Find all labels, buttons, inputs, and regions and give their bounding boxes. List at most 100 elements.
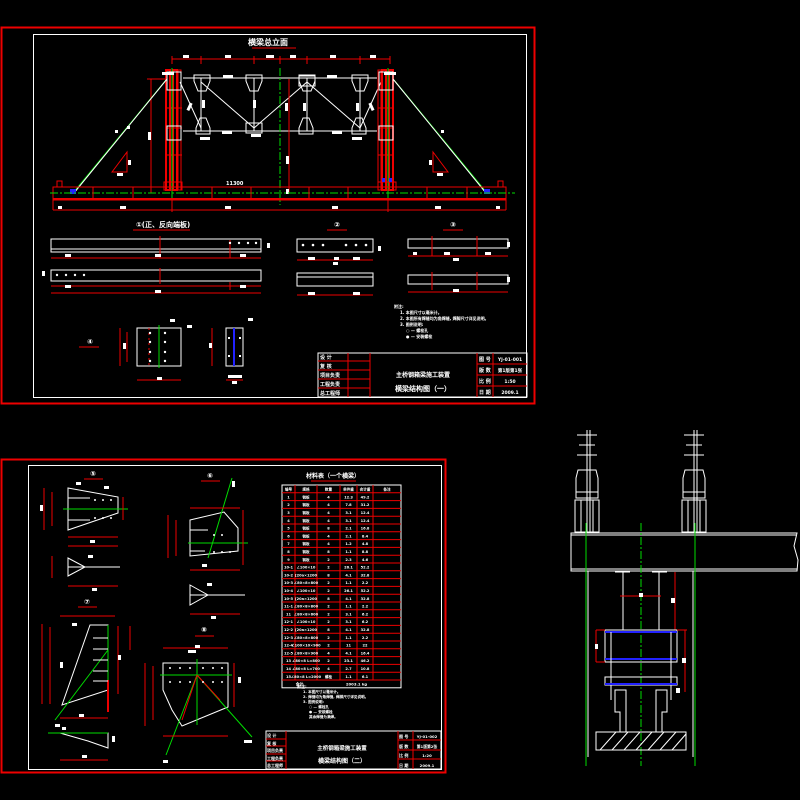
tb2-right-label: 比 例 xyxy=(399,752,408,758)
tb2-project: 主桥钢箱梁施工装置 xyxy=(317,744,367,752)
stay-cables xyxy=(70,78,490,194)
tb1-date: 2009.1 xyxy=(501,390,518,396)
table-cell: 11-1 xyxy=(284,605,293,609)
deck-beam xyxy=(570,532,799,572)
sheet-1-title-block: 设 计 复 核 项目负责 工程负责 总工程师 主桥钢箱梁施工装置 横梁结构图（一… xyxy=(317,352,528,398)
table-cell: 3.1 xyxy=(345,519,352,523)
table-cell: 8 xyxy=(287,550,290,554)
table-cell: 钢板 xyxy=(302,518,310,523)
section-2-title: ② xyxy=(334,221,340,229)
table-cell: 4 xyxy=(327,519,330,523)
overall-dimension: 11300 xyxy=(226,181,244,187)
table-cell: 3.1 xyxy=(345,511,352,515)
section-3: ③ xyxy=(407,221,510,293)
table-cell: 4.1 xyxy=(345,628,352,632)
table-cell: 31.2 xyxy=(361,503,370,507)
table-cell: 4 xyxy=(327,534,330,538)
table-cell: 2 xyxy=(327,620,330,624)
table-cell: 2 xyxy=(327,636,330,640)
table-cell: 4.1 xyxy=(345,651,352,655)
table-cell: 2 xyxy=(327,581,330,585)
table-cell: 26.1 xyxy=(344,566,353,570)
table-cell: 4 xyxy=(327,542,330,546)
table-cell: 4.6 xyxy=(362,558,369,562)
detail-6-title: ⑥ xyxy=(207,472,213,480)
detail-6: ⑥ xyxy=(167,472,248,619)
detail-7: ⑦ xyxy=(41,598,131,761)
table-cell: 4 xyxy=(287,519,290,523)
table-cell: 32.8 xyxy=(361,597,370,601)
table-cell: 8 xyxy=(327,597,330,601)
jack-assembly-left xyxy=(574,430,600,533)
table-cell: 12-5 xyxy=(284,651,293,655)
tb2-label: 复 核 xyxy=(266,740,276,746)
tb2-label: 项目负责 xyxy=(267,747,283,753)
table-cell: 12.4 xyxy=(361,519,370,523)
crossbeam-box xyxy=(604,629,678,663)
table-cell: 32.8 xyxy=(361,628,370,632)
table-cell: 4 xyxy=(327,503,330,507)
tb1-drawing-title: 横梁结构图（一） xyxy=(395,384,451,393)
table-cell: 7.8 xyxy=(345,503,352,507)
top-dimension-chain xyxy=(171,55,391,64)
table-cell: 钢板 xyxy=(302,549,310,554)
table-cell: 3.1 xyxy=(345,612,352,616)
tb2-scale: 1:20 xyxy=(422,753,432,758)
tb2-date: 2009.1 xyxy=(420,763,435,768)
table-cell: ∠100×10 xyxy=(297,566,316,570)
table-cell: 2 xyxy=(327,566,330,570)
table-cell: 12.4 xyxy=(361,511,370,515)
table-cell: 46.2 xyxy=(361,659,370,663)
elevation-title: 横梁总立面 xyxy=(248,37,288,47)
section-4: ④ xyxy=(79,318,253,384)
table-cell: 2.2 xyxy=(362,636,369,640)
table-cell: 1.1 xyxy=(345,581,352,585)
table-cell: 12-4 xyxy=(284,644,293,648)
table-cell: 钢板 xyxy=(302,533,310,538)
table-cell: 6.2 xyxy=(362,620,369,624)
tb1-project: 主桥钢箱梁施工装置 xyxy=(396,371,450,379)
detail-5: ⑤ xyxy=(40,470,128,591)
tb1-right-label: 日 期 xyxy=(479,389,491,396)
tb2-right-label: 图 号 xyxy=(399,733,408,739)
note-line: 2. 焊缝均为角焊缝, 焊脚尺寸详见说明。 xyxy=(303,694,368,699)
table-cell: 2.3 xyxy=(345,558,352,562)
table-cell: ∠80×8×900 xyxy=(294,651,319,655)
table-cell: 4 xyxy=(327,495,330,499)
table-cell: 1.1 xyxy=(345,675,352,679)
table-cell: 钢板 xyxy=(302,557,310,562)
table-cell: 6 xyxy=(287,534,290,538)
table-cell: 14 xyxy=(286,667,292,671)
table-cell: 4 xyxy=(327,511,330,515)
table-cell: 4.1 xyxy=(345,573,352,577)
note-line: 1. 本图尺寸以毫米计。 xyxy=(400,309,442,315)
table-cell: 4 xyxy=(327,667,330,671)
note-line: ○ — 螺栓孔 xyxy=(309,704,329,709)
detail-8: ⑧ xyxy=(144,626,253,763)
table-cell: ∠100×10×900 xyxy=(291,644,321,648)
table-cell: ∠80×8×800 xyxy=(294,605,319,609)
table-cell: 2 xyxy=(327,612,330,616)
slope-marker-right xyxy=(432,150,449,173)
table-cell: 2 xyxy=(327,558,330,562)
table-cell: [20a×1200 xyxy=(295,573,318,577)
tb2-label: 工程负责 xyxy=(267,755,283,761)
table-cell: 2.2 xyxy=(362,605,369,609)
sheet-1-inner-border xyxy=(33,34,527,398)
table-cell: 32.8 xyxy=(361,573,370,577)
table-cell: 4.8 xyxy=(362,542,369,546)
notes-heading: 附注: xyxy=(297,683,307,689)
table-cell: 8.8 xyxy=(362,550,369,554)
section-1-title: ①(正、反向端板) xyxy=(136,220,190,229)
tb1-drawing-number: YJ-01-001 xyxy=(497,357,522,363)
sheet-2-title-block: 设 计 复 核 项目负责 工程负责 总工程师 主桥钢箱梁施工装置 横梁结构图（二… xyxy=(265,730,442,770)
table-cell: ∠100×10 xyxy=(297,620,316,624)
table-cell: ∠80×8 L=800 xyxy=(292,659,320,663)
table-cell: 8 xyxy=(327,527,330,531)
tb2-right-label: 版 数 xyxy=(398,743,408,749)
tb1-label: 工程负责 xyxy=(320,381,340,388)
note-line: 3. 图例说明: xyxy=(400,321,424,327)
left-column xyxy=(162,68,183,205)
